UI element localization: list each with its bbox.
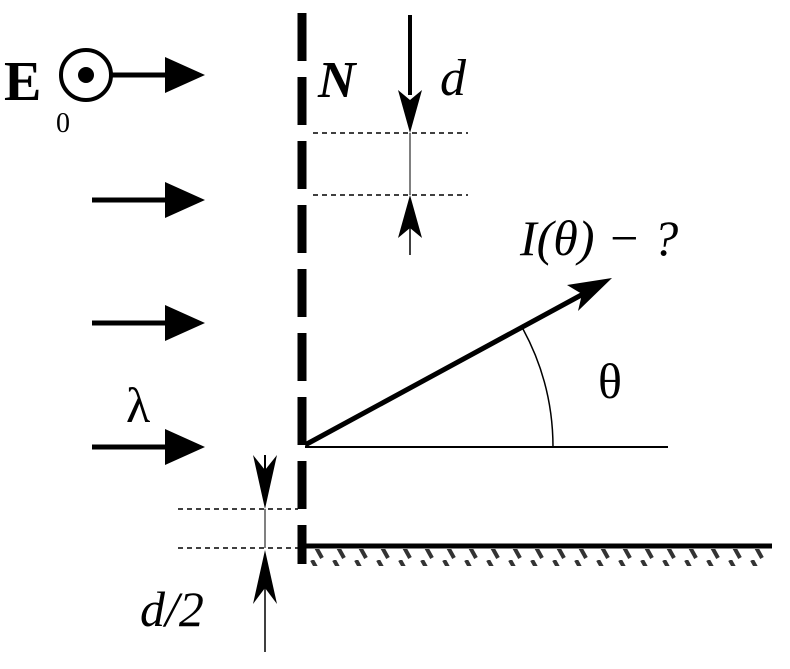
arrowhead	[165, 57, 205, 93]
incident-wave-arrows	[92, 57, 205, 465]
period-dimension	[313, 15, 468, 255]
polarization-dot	[78, 67, 94, 83]
diffracted-arrowhead	[567, 278, 612, 311]
angle-label: θ	[598, 353, 622, 409]
n-label: N	[317, 52, 358, 109]
field-subscript: 0	[56, 108, 70, 139]
wavelength-label: λ	[126, 377, 150, 433]
arrowhead	[165, 182, 205, 218]
offset-label: d/2	[140, 581, 204, 637]
period-label: d	[440, 50, 467, 107]
mirror-hatch	[308, 549, 768, 566]
arrowhead	[165, 305, 205, 341]
offset-dimension	[178, 455, 298, 652]
angle-arc	[522, 328, 554, 448]
diffracted-ray	[303, 290, 587, 448]
arrowhead	[165, 429, 205, 465]
intensity-label: I(θ) − ?	[519, 210, 678, 266]
field-label: E	[4, 51, 41, 113]
